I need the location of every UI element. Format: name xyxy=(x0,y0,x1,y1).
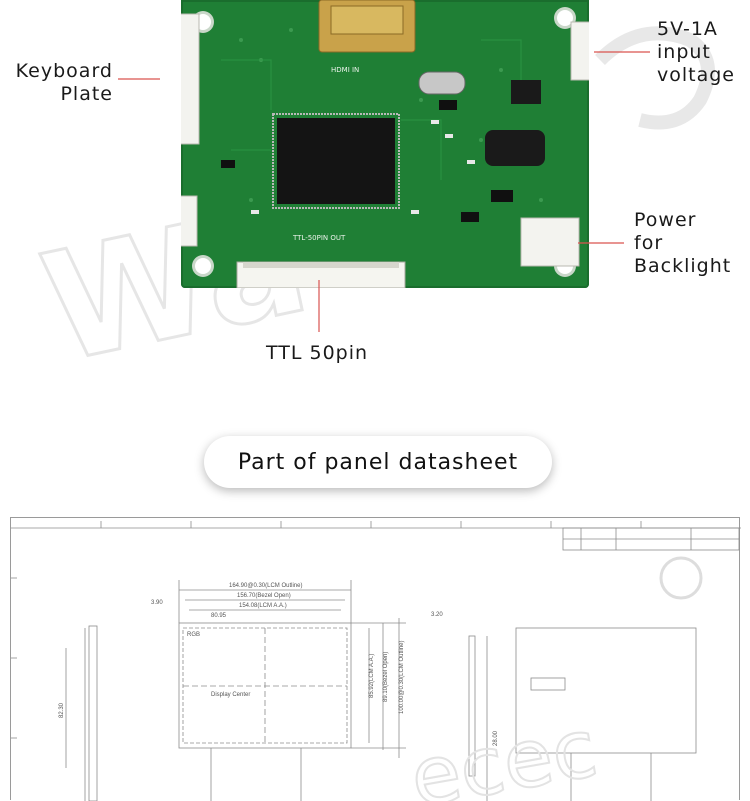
ttl-50pin-label: TTL 50pin xyxy=(266,342,369,364)
v-outline-dimension: 100.00@0.30(LCM Outline) xyxy=(399,641,405,714)
hdmi-in-silkscreen: HDMI IN xyxy=(331,66,359,74)
outline-dimension: 164.90@0.30(LCM Outline) xyxy=(229,583,302,589)
input-voltage-line1: 5V-1A xyxy=(657,18,718,40)
input-voltage-line2: input xyxy=(657,41,711,63)
ttl-out-silkscreen: TTL-50PIN OUT xyxy=(292,234,346,242)
power-backlight-line3: Backlight xyxy=(634,255,732,277)
panel-datasheet-drawing: ecec 164.90@0.30(LCM Outline) 156.70(Bez… xyxy=(10,517,741,801)
v-bezel-dimension: 89.10(Bezel Open) xyxy=(383,652,389,702)
drawing-lines: ecec xyxy=(11,521,741,801)
mount-hole xyxy=(195,258,211,274)
keyboard-plate-label: Keyboard Plate xyxy=(9,60,113,106)
product-photo: Wa xyxy=(9,0,735,398)
input-voltage-label: 5V-1A input voltage xyxy=(657,18,735,87)
half-dimension: 80.95 xyxy=(211,613,227,619)
v-aa-dimension: 85.92(LCM A.A.) xyxy=(369,654,375,698)
callout-lines xyxy=(118,51,650,332)
side-dimension: 3.20 xyxy=(431,612,443,618)
bezel-dimension: 156.70(Bezel Open) xyxy=(237,593,291,599)
pcb-components: HDMI IN TTL-50PIN OUT xyxy=(181,0,589,288)
aa-dimension: 154.08(LCM A.A.) xyxy=(239,603,287,609)
mount-hole xyxy=(557,10,573,26)
pcb-board: HDMI IN TTL-50PIN OUT xyxy=(181,0,589,288)
display-center-label: Display Center xyxy=(211,692,250,698)
left-dimension: 82.30 xyxy=(59,702,65,718)
small-dimension: 3.90 xyxy=(151,600,163,606)
power-backlight-label: Power for Backlight xyxy=(634,209,731,278)
right-dimension: 28.00 xyxy=(493,730,499,746)
power-backlight-line2: for xyxy=(634,232,664,254)
section-heading: Part of panel datasheet xyxy=(204,436,552,488)
power-backlight-line1: Power xyxy=(634,209,697,231)
drawing-annotations: 164.90@0.30(LCM Outline) 156.70(Bezel Op… xyxy=(59,583,499,746)
keyboard-plate-line1: Keyboard xyxy=(15,60,113,82)
rgb-label: RGB xyxy=(187,632,200,638)
input-voltage-line3: voltage xyxy=(657,64,735,86)
keyboard-plate-line2: Plate xyxy=(60,83,113,105)
